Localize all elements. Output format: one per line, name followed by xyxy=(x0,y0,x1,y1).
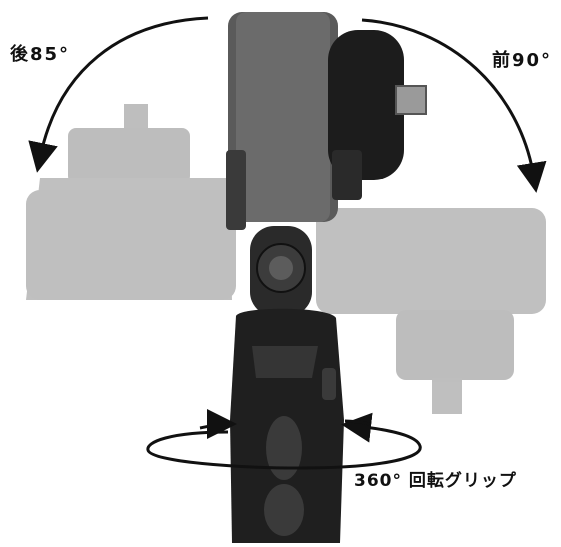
rotation-arrow xyxy=(146,409,422,470)
front-tilt-label: 前90° xyxy=(492,50,553,71)
rotation-label: 360° 回転グリップ xyxy=(354,471,517,491)
back-tilt-label: 後85° xyxy=(10,44,71,65)
front-tilt-arrow xyxy=(361,18,547,193)
back-tilt-arrow xyxy=(28,16,209,173)
pivot-joint xyxy=(250,226,312,316)
ghost-head-front xyxy=(316,208,546,414)
ghost-head-back xyxy=(26,104,236,300)
main-head xyxy=(226,12,427,230)
grip-handle xyxy=(230,308,344,543)
